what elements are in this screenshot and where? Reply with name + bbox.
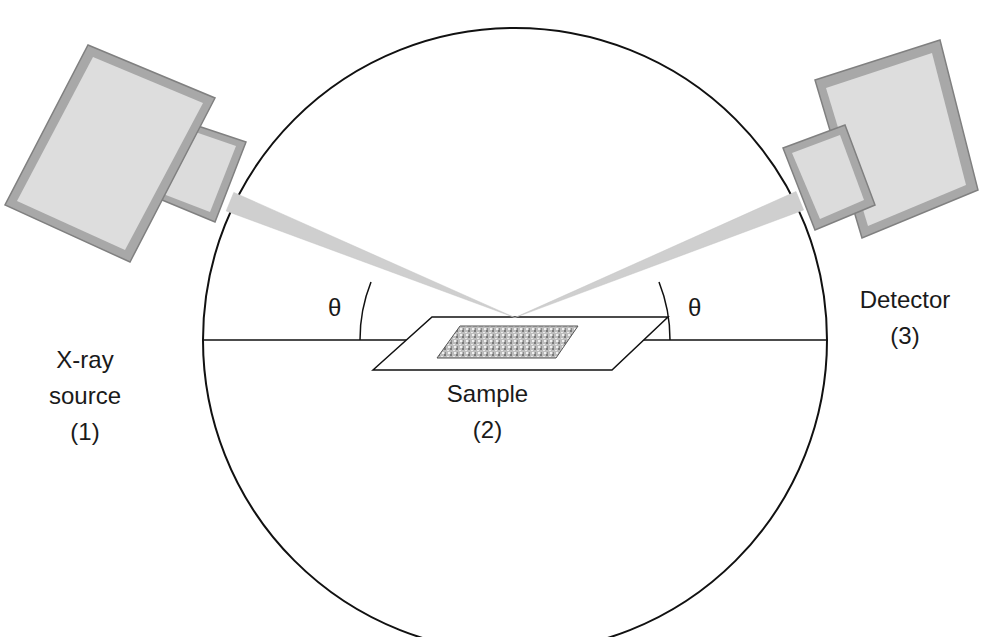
label-group: X-ray source(1) (25, 342, 145, 450)
sample-powder (437, 326, 578, 358)
label-group: Detector(3) (825, 282, 985, 354)
sample-node: Sample(2) (370, 312, 670, 452)
part-name: Sample (410, 376, 565, 412)
label-group: Sample(2) (410, 376, 565, 448)
callout-number: (3) (825, 318, 985, 354)
diffractometer-circle (203, 28, 827, 637)
sample-holder (373, 317, 668, 370)
detector-node: Detector(3) (780, 40, 1000, 370)
angle-label: θ (326, 294, 343, 322)
callout-number: (1) (25, 414, 145, 450)
angle-arc (360, 282, 371, 340)
part-name: Detector (825, 282, 985, 318)
detector-housing (783, 40, 978, 238)
xray-beam (226, 192, 515, 317)
callout-number: (2) (410, 412, 565, 448)
angle-label: θ (686, 294, 703, 322)
xray-beam (515, 192, 804, 318)
angle-arc (659, 282, 670, 340)
xray-tube (5, 45, 246, 262)
xray-source-node: X-ray source(1) (0, 40, 250, 460)
part-name: X-ray source (25, 342, 145, 414)
